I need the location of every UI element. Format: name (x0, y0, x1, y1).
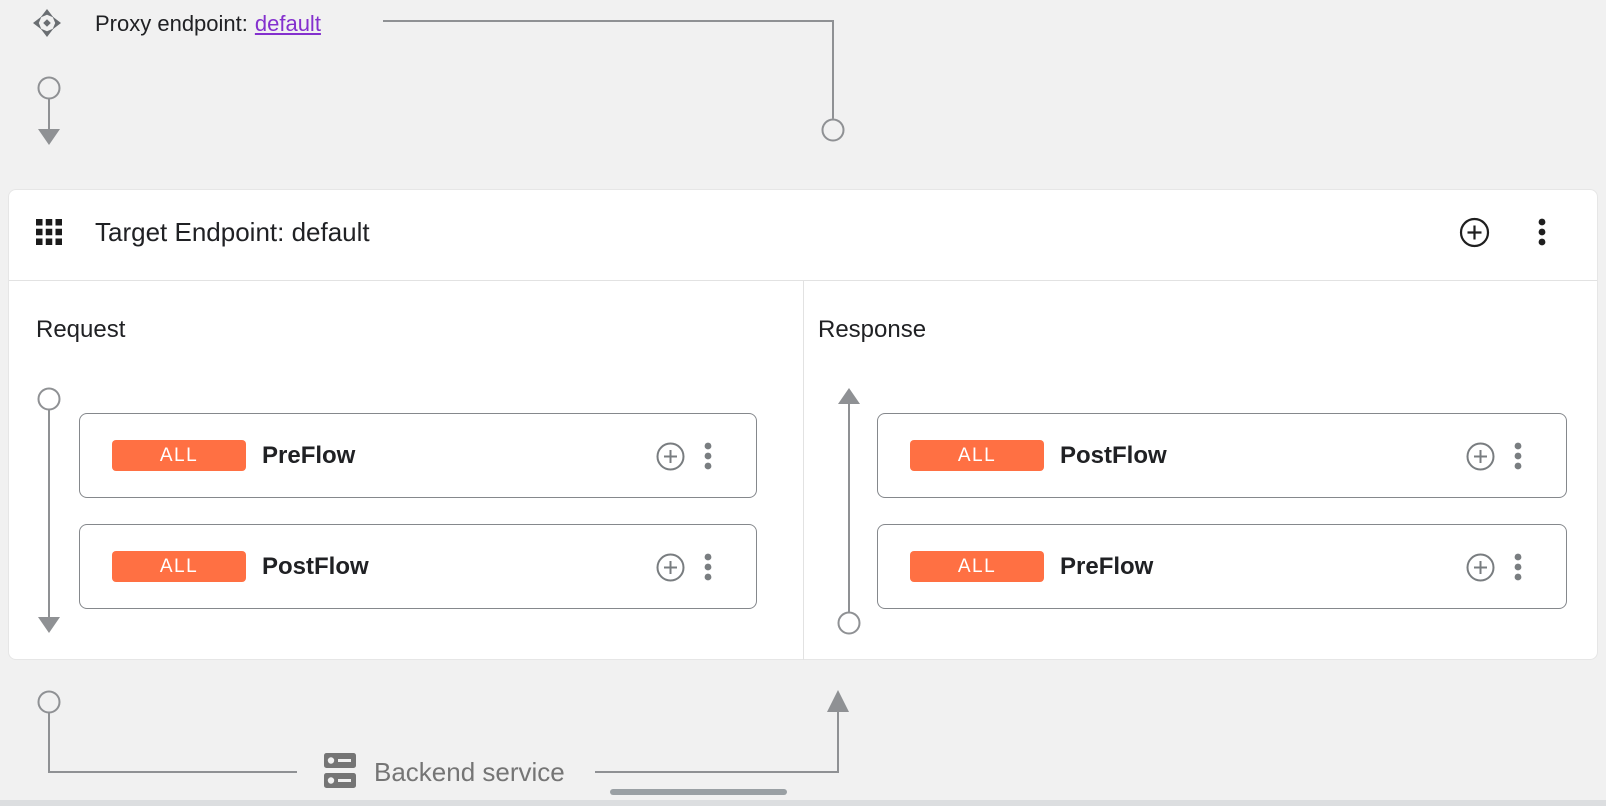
request-label: Request (36, 316, 126, 343)
backend-service-label: Backend service (374, 757, 565, 787)
flow-card-request-preflow[interactable]: ALL PreFlow (79, 413, 757, 498)
add-endpoint-item-button[interactable] (1452, 210, 1496, 254)
flow-name: PostFlow (262, 552, 369, 580)
kebab-menu-icon (704, 442, 712, 470)
plus-circle-icon (656, 553, 684, 581)
target-to-backend-connector (48, 712, 297, 773)
plus-circle-icon (1466, 553, 1494, 581)
flow-name: PreFlow (262, 441, 356, 469)
condition-badge: ALL (910, 440, 1044, 471)
bottom-panel-edge (0, 800, 1606, 806)
flow-menu-button[interactable] (1498, 537, 1538, 597)
add-policy-step-button[interactable] (1460, 426, 1500, 486)
plus-circle-icon (1459, 217, 1489, 247)
add-policy-step-button[interactable] (1460, 537, 1500, 597)
condition-badge: ALL (910, 551, 1044, 582)
response-label: Response (818, 316, 927, 343)
backend-service-icon (324, 753, 356, 788)
add-policy-step-button[interactable] (650, 426, 690, 486)
kebab-menu-icon (1514, 442, 1522, 470)
proxy-endpoint-label: Proxy endpoint: (95, 11, 248, 36)
flow-card-response-postflow[interactable]: ALL PostFlow (877, 413, 1567, 498)
kebab-menu-icon (704, 553, 712, 581)
flow-menu-button[interactable] (688, 537, 728, 597)
horizontal-scrollbar-thumb[interactable] (610, 789, 787, 795)
backend-to-target-connector (595, 712, 839, 773)
proxy-endpoint-link[interactable]: default (254, 11, 321, 36)
proxy-endpoint-row: Proxy endpoint: default (95, 10, 321, 38)
target-endpoint-grid-icon (36, 219, 62, 245)
connector-circle (37, 690, 61, 714)
endpoint-menu-button[interactable] (1520, 210, 1564, 254)
connector-circle (821, 118, 845, 142)
target-endpoint-header (9, 190, 1597, 281)
target-endpoint-title: Target Endpoint: default (95, 217, 370, 247)
condition-badge: ALL (112, 440, 246, 471)
flow-card-request-postflow[interactable]: ALL PostFlow (79, 524, 757, 609)
kebab-menu-icon (1538, 218, 1546, 246)
flow-card-response-preflow[interactable]: ALL PreFlow (877, 524, 1567, 609)
flow-name: PostFlow (1060, 441, 1167, 469)
proxy-endpoint-icon (33, 9, 61, 37)
kebab-menu-icon (1514, 553, 1522, 581)
condition-badge: ALL (112, 551, 246, 582)
connector-circle (37, 76, 61, 100)
proxy-to-target-connector (383, 20, 834, 119)
flow-menu-button[interactable] (1498, 426, 1538, 486)
plus-circle-icon (1466, 442, 1494, 470)
flow-menu-button[interactable] (688, 426, 728, 486)
flow-name: PreFlow (1060, 552, 1154, 580)
plus-circle-icon (656, 442, 684, 470)
add-policy-step-button[interactable] (650, 537, 690, 597)
arrow-down-icon (38, 129, 60, 145)
arrow-up-icon (827, 690, 849, 712)
request-response-divider (803, 281, 804, 660)
